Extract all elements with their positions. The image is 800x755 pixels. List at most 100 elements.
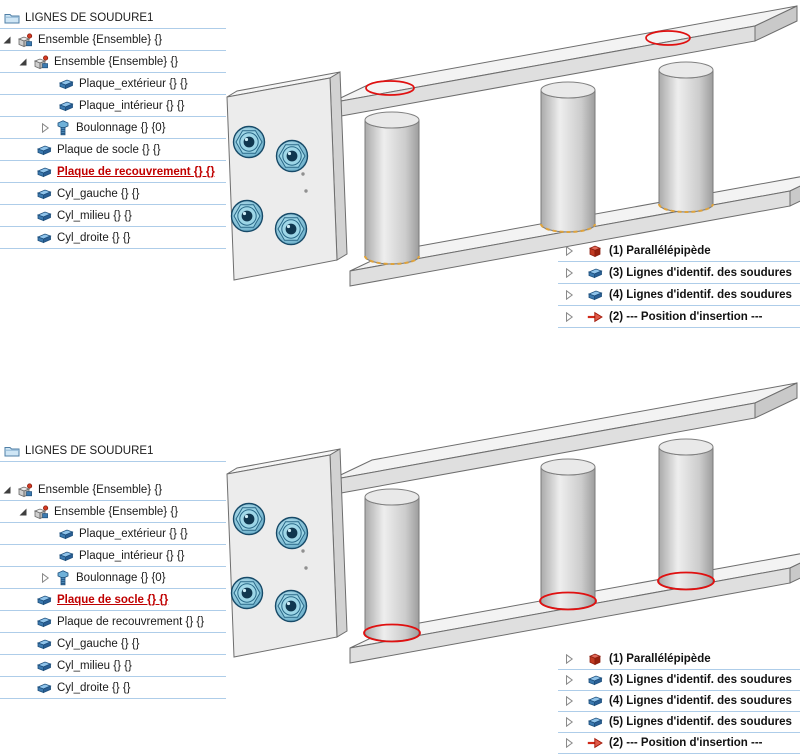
expander-collapsed-icon[interactable] (564, 268, 574, 278)
plate-icon (36, 592, 52, 608)
tree-item-plaque-interieur[interactable]: Plaque_intérieur {} {} (0, 545, 226, 567)
expander-collapsed-icon[interactable] (564, 246, 574, 256)
tree-item-plaque-exterieur[interactable]: Plaque_extérieur {} {} (0, 523, 226, 545)
weld-highlight-ellipses (363, 571, 715, 643)
folder-icon (4, 10, 20, 26)
plate-icon (58, 526, 74, 542)
tree-item-cyl-droite[interactable]: Cyl_droite {} {} (0, 677, 226, 699)
tree-item-ensemble-inner[interactable]: Ensemble {Ensemble} {} (0, 51, 226, 73)
tree-item-label: Cyl_gauche {} {} (57, 187, 140, 200)
feature-item-label: (2) --- Position d'insertion --- (609, 310, 763, 323)
tree-item-label: Plaque de socle {} {} (57, 143, 161, 156)
expander-collapsed-icon[interactable] (564, 738, 574, 748)
tree-item-plaque-de-socle[interactable]: Plaque de socle {} {} (0, 139, 226, 161)
plate-icon (36, 658, 52, 674)
tree-item-plaque-de-recouvrement[interactable]: Plaque de recouvrement {} {} (0, 611, 226, 633)
expander-collapsed-icon[interactable] (564, 717, 574, 727)
tree-item-plaque-de-socle[interactable]: Plaque de socle {} {} (0, 589, 226, 611)
expander-expanded-icon[interactable] (2, 35, 12, 45)
plate-icon (587, 265, 603, 281)
feature-item-label: (3) Lignes d'identif. des soudures (609, 266, 792, 279)
feature-item-parallelepipede[interactable]: (1) Parallélépipède (558, 649, 800, 670)
tree-item-label: LIGNES DE SOUDURE1 (25, 444, 154, 457)
feature-item-label: (2) --- Position d'insertion --- (609, 737, 763, 749)
red-cube-icon (587, 243, 603, 259)
tree-item-ensemble-outer[interactable]: Ensemble {Ensemble} {} (0, 479, 226, 501)
plate-icon (36, 614, 52, 630)
feature-list-bottom: (1) Parallélépipède (3) Lignes d'identif… (558, 649, 800, 754)
tree-item-label: LIGNES DE SOUDURE1 (25, 11, 154, 24)
feature-item-position-insertion[interactable]: (2) --- Position d'insertion --- (558, 306, 800, 328)
tree-gap (0, 462, 226, 479)
tree-item-label: Cyl_droite {} {} (57, 681, 131, 694)
plate-icon (36, 208, 52, 224)
tree-item-label: Ensemble {Ensemble} {} (38, 33, 163, 46)
tree-item-plaque-interieur[interactable]: Plaque_intérieur {} {} (0, 95, 226, 117)
feature-item-label: (1) Parallélépipède (609, 653, 711, 665)
feature-item-label: (4) Lignes d'identif. des soudures (609, 288, 792, 301)
model-tree-bottom: LIGNES DE SOUDURE1 Ensemble {Ensemble} {… (0, 440, 226, 699)
assembly-icon (33, 504, 49, 520)
folder-icon (4, 443, 20, 459)
plate-icon (587, 672, 603, 688)
weld-mark-arcs (364, 203, 714, 265)
tree-item-label: Plaque_extérieur {} {} (79, 77, 188, 90)
tree-item-cyl-gauche[interactable]: Cyl_gauche {} {} (0, 183, 226, 205)
feature-item-weld-lines-4[interactable]: (4) Lignes d'identif. des soudures (558, 284, 800, 306)
tree-item-label: Plaque_intérieur {} {} (79, 549, 185, 562)
tree-item-ensemble-outer[interactable]: Ensemble {Ensemble} {} (0, 29, 226, 51)
feature-item-parallelepipede[interactable]: (1) Parallélépipède (558, 240, 800, 262)
plate-icon (36, 186, 52, 202)
tree-item-cyl-gauche[interactable]: Cyl_gauche {} {} (0, 633, 226, 655)
expander-collapsed-icon[interactable] (564, 290, 574, 300)
feature-item-position-insertion[interactable]: (2) --- Position d'insertion --- (558, 733, 800, 754)
red-cube-icon (587, 651, 603, 667)
plate-icon (587, 693, 603, 709)
assembly-icon (17, 32, 33, 48)
feature-item-weld-lines-3[interactable]: (3) Lignes d'identif. des soudures (558, 262, 800, 284)
tree-item-lignes-de-soudure1[interactable]: LIGNES DE SOUDURE1 (0, 7, 226, 29)
plate-icon (58, 548, 74, 564)
assembly-icon (17, 482, 33, 498)
expander-collapsed-icon[interactable] (564, 675, 574, 685)
viewport-top[interactable] (225, 0, 800, 340)
tree-item-lignes-de-soudure1[interactable]: LIGNES DE SOUDURE1 (0, 440, 226, 462)
model-tree-top: LIGNES DE SOUDURE1 Ensemble {Ensemble} {… (0, 7, 226, 249)
expander-collapsed-icon[interactable] (40, 573, 50, 583)
bolt-icon (55, 570, 71, 586)
tree-item-plaque-exterieur[interactable]: Plaque_extérieur {} {} (0, 73, 226, 95)
tree-item-ensemble-inner[interactable]: Ensemble {Ensemble} {} (0, 501, 226, 523)
tree-item-label: Ensemble {Ensemble} {} (38, 483, 163, 496)
tree-item-label: Plaque de recouvrement {} {} (57, 615, 205, 628)
tree-item-cyl-milieu[interactable]: Cyl_milieu {} {} (0, 655, 226, 677)
plate-icon (36, 164, 52, 180)
tree-item-label-selected: Plaque de socle {} {} (57, 593, 169, 606)
feature-item-label: (3) Lignes d'identif. des soudures (609, 674, 792, 686)
tree-item-plaque-de-recouvrement[interactable]: Plaque de recouvrement {} {} (0, 161, 226, 183)
feature-item-weld-lines-4[interactable]: (4) Lignes d'identif. des soudures (558, 691, 800, 712)
tree-item-boulonnage[interactable]: Boulonnage {} {0} (0, 567, 226, 589)
plate-icon (36, 636, 52, 652)
tree-item-label-selected: Plaque de recouvrement {} {} (57, 165, 215, 178)
expander-collapsed-icon[interactable] (40, 123, 50, 133)
expander-expanded-icon[interactable] (18, 507, 28, 517)
plate-icon (36, 142, 52, 158)
plate-icon (587, 287, 603, 303)
expander-expanded-icon[interactable] (2, 485, 12, 495)
feature-item-weld-lines-5[interactable]: (5) Lignes d'identif. des soudures (558, 712, 800, 733)
expander-expanded-icon[interactable] (18, 57, 28, 67)
feature-item-label: (4) Lignes d'identif. des soudures (609, 695, 792, 707)
plate-icon (58, 76, 74, 92)
tree-item-cyl-droite[interactable]: Cyl_droite {} {} (0, 227, 226, 249)
viewport-bottom[interactable] (225, 377, 800, 717)
tree-item-cyl-milieu[interactable]: Cyl_milieu {} {} (0, 205, 226, 227)
expander-collapsed-icon[interactable] (564, 312, 574, 322)
expander-collapsed-icon[interactable] (564, 696, 574, 706)
expander-collapsed-icon[interactable] (564, 654, 574, 664)
tree-item-boulonnage[interactable]: Boulonnage {} {0} (0, 117, 226, 139)
tree-item-label: Cyl_milieu {} {} (57, 209, 132, 222)
tree-item-label: Cyl_gauche {} {} (57, 637, 140, 650)
tree-item-label: Cyl_droite {} {} (57, 231, 131, 244)
feature-item-weld-lines-3[interactable]: (3) Lignes d'identif. des soudures (558, 670, 800, 691)
